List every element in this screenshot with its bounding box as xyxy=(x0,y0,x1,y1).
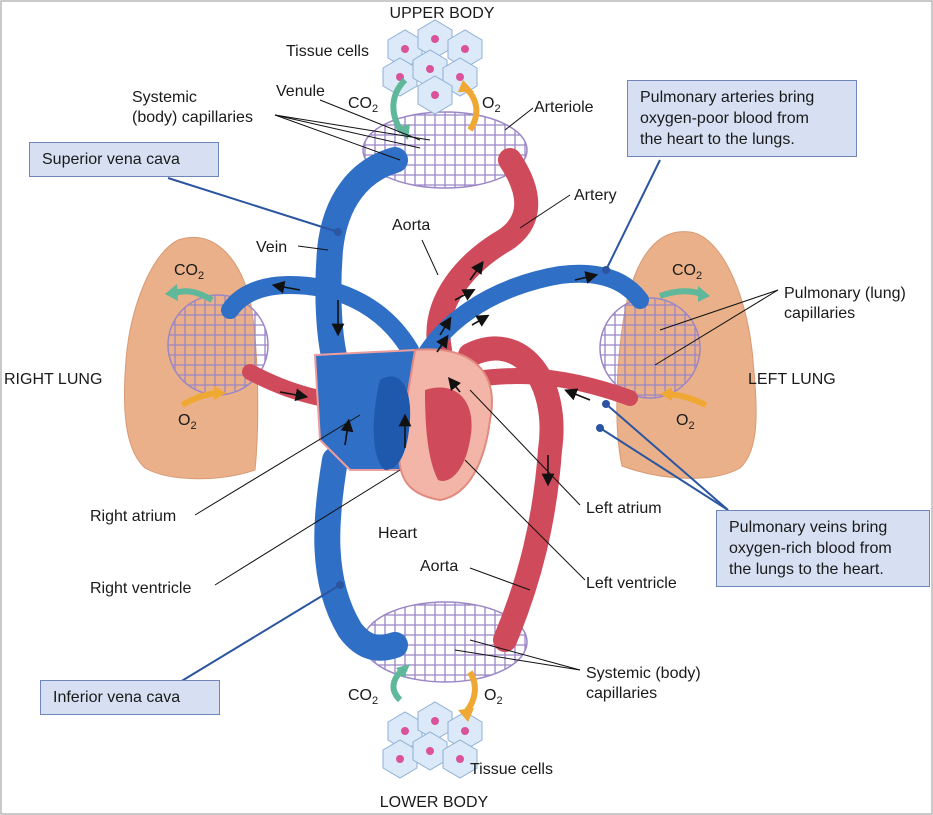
superior-vena-cava xyxy=(315,147,408,373)
callout-text: the lungs to the heart. xyxy=(729,561,884,578)
callout-text: Pulmonary arteries bring xyxy=(640,89,815,106)
callout-text: Pulmonary veins bring xyxy=(729,519,888,536)
left-atrium-label: Left atrium xyxy=(586,500,662,517)
upper-body-label: UPPER BODY xyxy=(390,5,495,22)
inferior-vena-cava xyxy=(314,447,408,661)
pulmonary-veins-callout: Pulmonary veins bring oxygen-rich blood … xyxy=(716,510,930,587)
aorta-descending xyxy=(458,336,564,652)
o2-arrow-right-lung xyxy=(180,386,226,408)
o2-bottom-label: O2 xyxy=(484,687,503,707)
pulmonary-arteries-callout: Pulmonary arteries bring oxygen-poor blo… xyxy=(627,80,857,157)
heart-label: Heart xyxy=(378,525,418,542)
flow-arrows xyxy=(271,260,599,487)
o2-right-lung-label: O2 xyxy=(178,412,197,432)
arteriole-label: Arteriole xyxy=(534,99,594,116)
o2-arrow-bottom xyxy=(458,670,478,722)
heart-shape xyxy=(313,348,493,502)
artery-label: Artery xyxy=(574,187,617,204)
right-lung-label: RIGHT LUNG xyxy=(4,371,102,388)
co2-left-lung-label: CO2 xyxy=(672,262,702,282)
pulmonary-capillaries-label-line1: Pulmonary (lung) xyxy=(784,285,906,302)
o2-left-lung-label: O2 xyxy=(676,412,695,432)
systemic-top-label-line1: Systemic xyxy=(132,89,197,106)
callout-leader-dots xyxy=(334,228,610,589)
co2-right-lung-label: CO2 xyxy=(174,262,204,282)
systemic-bottom-label-line2: capillaries xyxy=(586,685,657,702)
systemic-bottom-label-line1: Systemic (body) xyxy=(586,665,701,682)
pulmonary-artery-left xyxy=(401,264,649,399)
co2-arrow-left-lung xyxy=(658,286,710,302)
superior-vena-cava-callout: Superior vena cava xyxy=(29,142,219,177)
tissue-cells-top-label: Tissue cells xyxy=(286,43,369,60)
left-ventricle-label: Left ventricle xyxy=(586,575,677,592)
pulmonary-capillaries-left xyxy=(599,297,701,399)
right-ventricle-label: Right ventricle xyxy=(90,580,191,597)
lower-body-label: LOWER BODY xyxy=(380,794,489,811)
callout-text: oxygen-poor blood from xyxy=(640,110,809,127)
o2-arrow-top xyxy=(458,80,480,132)
tissue-cell-nuclei-bottom xyxy=(396,717,469,763)
systemic-top-label-line2: (body) capillaries xyxy=(132,109,253,126)
veins-group xyxy=(221,147,649,661)
inferior-vena-cava-callout: Inferior vena cava xyxy=(40,680,220,715)
tissue-cells-bottom-label: Tissue cells xyxy=(470,761,553,778)
left-lung-label: LEFT LUNG xyxy=(748,371,836,388)
pulmonary-artery-right xyxy=(221,275,419,359)
pulmonary-vein-left xyxy=(462,368,638,406)
artery-upper xyxy=(426,148,539,362)
aorta-bottom-label: Aorta xyxy=(420,558,458,575)
venule-label: Venule xyxy=(276,83,325,100)
pulmonary-capillaries-label-line2: capillaries xyxy=(784,305,855,322)
right-atrium-label: Right atrium xyxy=(90,508,176,525)
o2-arrow-left-lung xyxy=(660,387,708,408)
o2-top-label: O2 xyxy=(482,95,501,115)
aorta-top-label: Aorta xyxy=(392,217,430,234)
callout-text: the heart to the lungs. xyxy=(640,131,795,148)
co2-top-label: CO2 xyxy=(348,95,378,115)
callout-text: oxygen-rich blood from xyxy=(729,540,892,557)
label-leaders xyxy=(194,99,779,671)
co2-arrow-bottom xyxy=(390,664,410,703)
vein-label: Vein xyxy=(256,239,287,256)
callout-text: Superior vena cava xyxy=(42,151,180,168)
co2-arrow-right-lung xyxy=(165,284,214,303)
tissue-cell-nuclei-top xyxy=(396,35,469,99)
co2-bottom-label: CO2 xyxy=(348,687,378,707)
callout-text: Inferior vena cava xyxy=(53,689,181,706)
callout-leaders xyxy=(167,159,729,683)
